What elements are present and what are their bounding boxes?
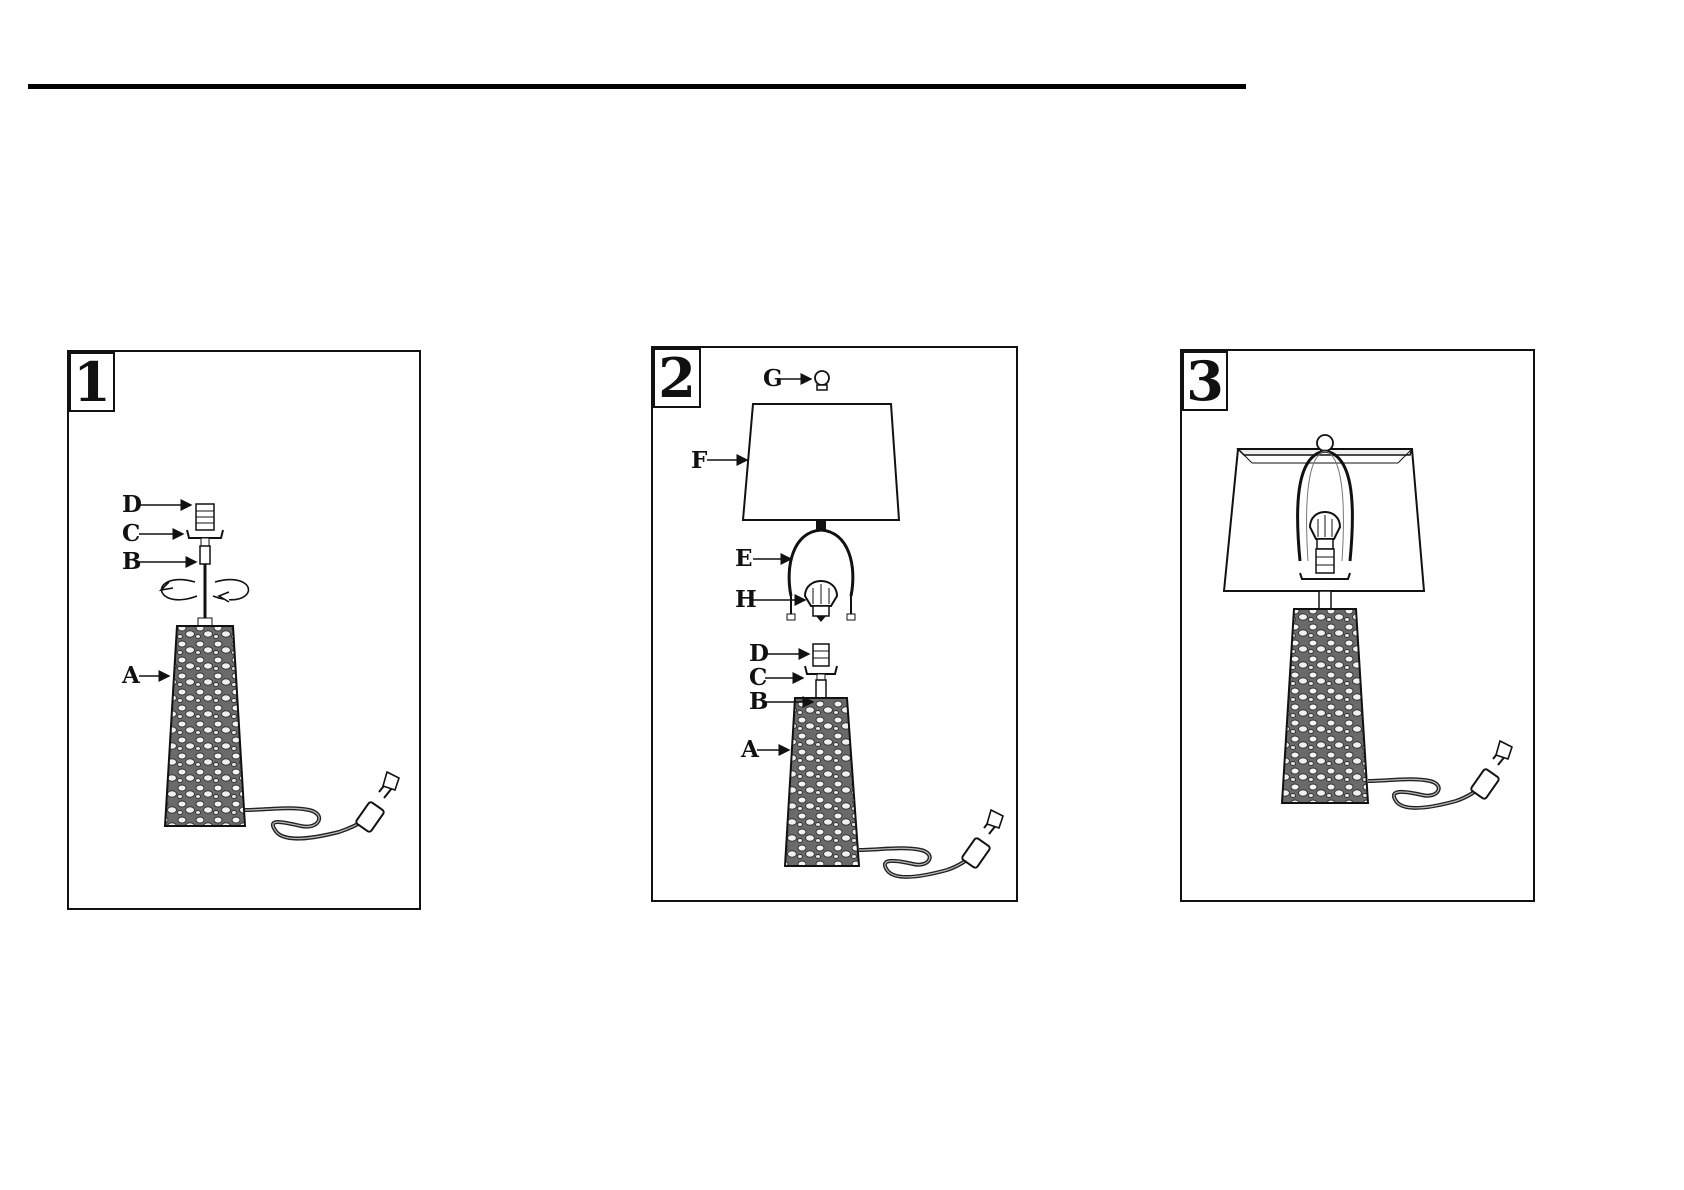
step-2-panel: 2 — [651, 346, 1018, 902]
part-label-a: A — [121, 662, 169, 689]
rod — [198, 546, 212, 626]
header-rule — [28, 84, 1246, 89]
svg-text:F: F — [691, 447, 708, 474]
part-label-c: C — [122, 520, 183, 547]
part-label-f: F — [691, 447, 747, 474]
svg-text:B: B — [122, 548, 141, 575]
step-3-panel: 3 — [1180, 349, 1535, 902]
bulb — [805, 581, 837, 622]
harp-saddle — [187, 530, 223, 546]
lamp-base — [785, 698, 859, 866]
step-1-panel: 1 — [67, 350, 421, 910]
step-3-illustration — [1182, 351, 1537, 904]
part-label-e: E — [735, 545, 791, 572]
svg-text:A: A — [121, 662, 141, 689]
part-label-d: D — [122, 491, 191, 518]
power-cord — [245, 772, 399, 839]
svg-text:C: C — [122, 520, 140, 547]
part-label-c: C — [749, 664, 803, 691]
power-cord — [1368, 741, 1512, 808]
svg-text:D: D — [122, 491, 142, 518]
svg-text:E: E — [735, 545, 753, 572]
part-label-d: D — [749, 640, 809, 667]
assembled-lamp — [1224, 435, 1424, 803]
lamp-base — [165, 626, 245, 826]
svg-text:C: C — [749, 664, 767, 691]
lamp-shade — [743, 404, 899, 520]
part-label-h: H — [735, 586, 805, 613]
power-cord — [859, 810, 1003, 877]
part-label-b: B — [122, 548, 196, 575]
part-label-a: A — [740, 736, 789, 763]
step-1-illustration: D C B A — [69, 352, 423, 912]
step-2-illustration: G F E H D C B A — [653, 348, 1020, 904]
socket — [196, 504, 214, 530]
svg-text:G: G — [763, 365, 783, 392]
socket — [813, 644, 829, 666]
part-label-g: G — [763, 365, 811, 392]
harp-saddle — [805, 666, 837, 680]
rod — [816, 680, 826, 698]
finial — [815, 371, 829, 390]
